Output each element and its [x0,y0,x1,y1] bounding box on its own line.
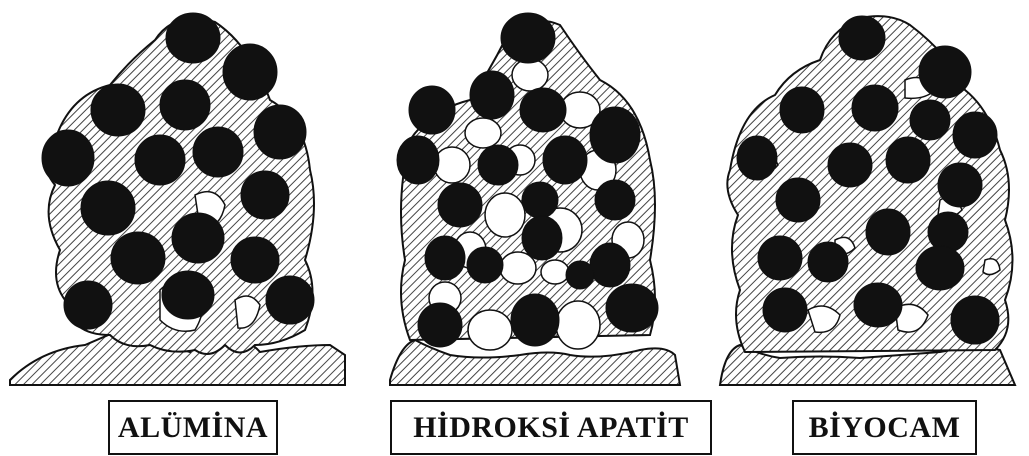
panel-hidroksi-apatit [390,13,680,385]
panel-biyocam [720,16,1015,385]
panel-alumina [10,13,345,385]
label-alumina: ALÜMİNA [108,400,278,455]
label-hidroksi-apatit: HİDROKSİ APATİT [390,400,712,455]
label-biyocam: BİYOCAM [792,400,977,455]
substrate-hidroksi-apatit [390,340,680,385]
